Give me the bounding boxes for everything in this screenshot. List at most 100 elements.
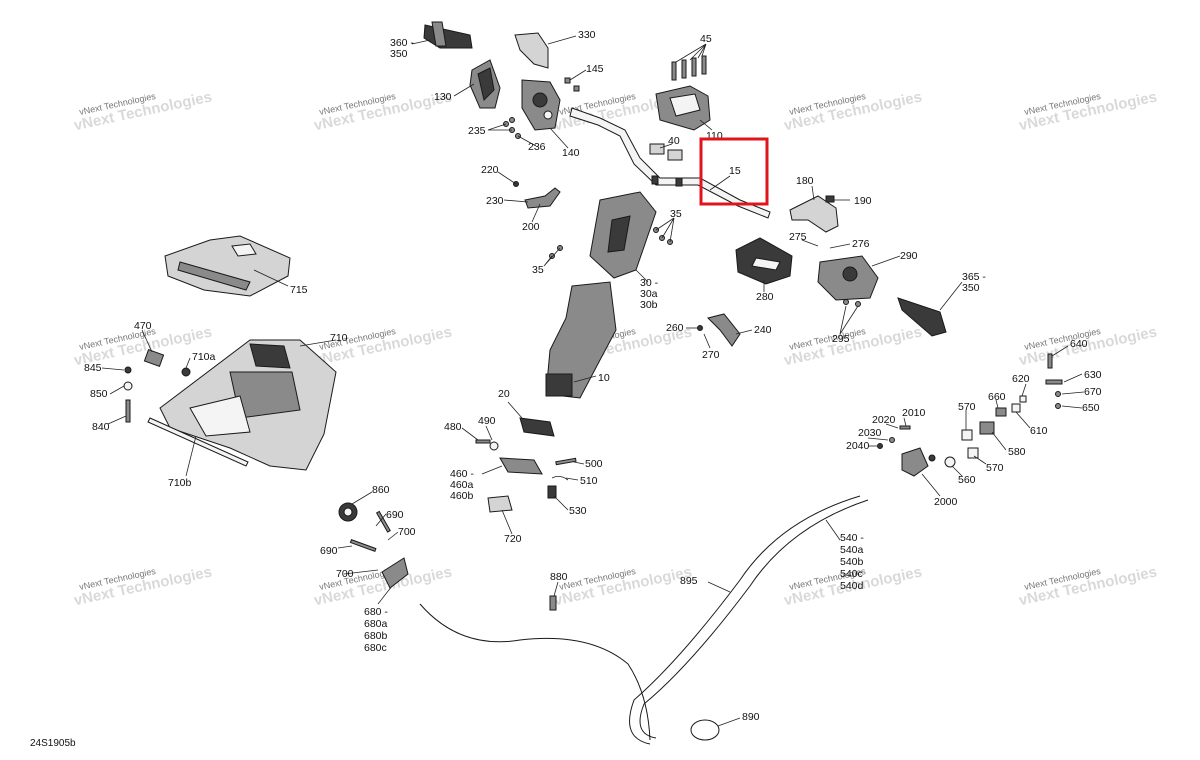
- callout-480[interactable]: 480: [444, 421, 462, 433]
- callout-880[interactable]: 880: [550, 571, 568, 583]
- callout-510[interactable]: 510: [580, 475, 598, 487]
- callout-840[interactable]: 840: [92, 421, 110, 433]
- callout-540b[interactable]: 540b: [840, 556, 864, 568]
- callout-470[interactable]: 470: [134, 320, 152, 332]
- part-30-steering-post[interactable]: [589, 191, 657, 279]
- callout-710a[interactable]: 710a: [192, 351, 216, 363]
- part-895-cable[interactable]: [419, 603, 651, 741]
- part-295-screws[interactable]: [843, 299, 861, 307]
- callout-15[interactable]: 15: [729, 165, 741, 177]
- part-365-right-grip[interactable]: [897, 297, 947, 337]
- callout-720[interactable]: 720: [504, 533, 522, 545]
- part-20-bushing[interactable]: [519, 417, 555, 437]
- part-235-screws[interactable]: [503, 117, 521, 139]
- part-left-grip[interactable]: [423, 21, 473, 49]
- callout-490[interactable]: 490: [478, 415, 496, 427]
- part-845-850-840[interactable]: [123, 366, 133, 423]
- callout-845[interactable]: 845: [84, 362, 102, 374]
- part-715-panel[interactable]: [164, 235, 291, 297]
- part-2010-2040-hardware[interactable]: [877, 425, 911, 449]
- part-530-screw[interactable]: [547, 485, 557, 499]
- callout-360[interactable]: 360 -: [390, 37, 414, 49]
- callout-660[interactable]: 660: [988, 391, 1006, 403]
- part-460-block[interactable]: [499, 457, 543, 475]
- part-720-pad[interactable]: [487, 495, 513, 513]
- part-890-tie[interactable]: [690, 719, 720, 741]
- part-10-steering-column[interactable]: [545, 281, 617, 399]
- callout-230[interactable]: 230: [486, 195, 504, 207]
- callout-640[interactable]: 640: [1070, 338, 1088, 350]
- part-710b-strip[interactable]: [147, 417, 249, 467]
- callout-240[interactable]: 240: [754, 324, 772, 336]
- callout-20[interactable]: 20: [498, 388, 510, 400]
- callout-30[interactable]: 30 -: [640, 277, 659, 289]
- callout-40[interactable]: 40: [668, 135, 680, 147]
- callout-190[interactable]: 190: [854, 195, 872, 207]
- callout-130[interactable]: 130: [434, 91, 452, 103]
- callout-560[interactable]: 560: [958, 474, 976, 486]
- callout-715[interactable]: 715: [290, 284, 308, 296]
- part-710a-nut[interactable]: [181, 367, 191, 377]
- callout-30b[interactable]: 30b: [640, 299, 658, 311]
- callout-45[interactable]: 45: [700, 33, 712, 45]
- part-560-grommet[interactable]: [944, 456, 956, 468]
- callout-180[interactable]: 180: [796, 175, 814, 187]
- callout-280[interactable]: 280: [756, 291, 774, 303]
- part-290-right-switch[interactable]: [817, 255, 879, 301]
- callout-540a[interactable]: 540a: [840, 544, 864, 556]
- callout-30a[interactable]: 30a: [640, 288, 658, 300]
- callout-680c[interactable]: 680c: [364, 642, 387, 654]
- part-880-clip[interactable]: [549, 595, 557, 611]
- part-180-bracket[interactable]: [789, 195, 839, 233]
- callout-270[interactable]: 270: [702, 349, 720, 361]
- part-40-spacer[interactable]: [649, 143, 683, 161]
- callout-330[interactable]: 330: [578, 29, 596, 41]
- callout-710[interactable]: 710: [330, 332, 348, 344]
- part-690-pins[interactable]: [349, 510, 391, 553]
- callout-2030[interactable]: 2030: [858, 427, 882, 439]
- callout-570[interactable]: 570: [958, 401, 976, 413]
- callout-530[interactable]: 530: [569, 505, 587, 517]
- callout-295[interactable]: 295: [832, 333, 850, 345]
- callout-895[interactable]: 895: [680, 575, 698, 587]
- part-510-spring[interactable]: [551, 476, 569, 481]
- part-470-clip[interactable]: [143, 348, 165, 368]
- part-2000-sensor[interactable]: [901, 447, 936, 477]
- callout-460a[interactable]: 460a: [450, 479, 474, 491]
- part-200-lever[interactable]: [513, 181, 561, 209]
- callout-236[interactable]: 236: [528, 141, 546, 153]
- part-145-screw[interactable]: [564, 77, 580, 92]
- callout-710b[interactable]: 710b: [168, 477, 192, 489]
- callout-680b[interactable]: 680b: [364, 630, 388, 642]
- callout-890[interactable]: 890: [742, 711, 760, 723]
- callout-610[interactable]: 610: [1030, 425, 1048, 437]
- callout-540[interactable]: 540 -: [840, 532, 864, 544]
- callout-275[interactable]: 275: [789, 231, 807, 243]
- callout-260[interactable]: 260: [666, 322, 684, 334]
- part-45-bolts[interactable]: [671, 55, 707, 81]
- callout-460[interactable]: 460 -: [450, 468, 474, 480]
- callout-570[interactable]: 570: [986, 462, 1004, 474]
- callout-2000[interactable]: 2000: [934, 496, 958, 508]
- callout-2040[interactable]: 2040: [846, 440, 870, 452]
- part-140-switch-housing[interactable]: [521, 79, 561, 131]
- callout-690[interactable]: 690: [386, 509, 404, 521]
- callout-2020[interactable]: 2020: [872, 414, 896, 426]
- callout-620[interactable]: 620: [1012, 373, 1030, 385]
- part-540-cable[interactable]: [629, 495, 869, 745]
- callout-630[interactable]: 630: [1084, 369, 1102, 381]
- part-680-bracket[interactable]: [381, 557, 409, 589]
- callout-350[interactable]: 350: [962, 282, 980, 294]
- callout-460b[interactable]: 460b: [450, 490, 474, 502]
- part-240-lever[interactable]: [697, 313, 741, 347]
- callout-35[interactable]: 35: [532, 264, 544, 276]
- part-130-housing[interactable]: [469, 59, 501, 109]
- callout-145[interactable]: 145: [586, 63, 604, 75]
- callout-10[interactable]: 10: [598, 372, 610, 384]
- part-490-washer[interactable]: [489, 441, 499, 451]
- part-710-frame[interactable]: [159, 339, 337, 471]
- callout-220[interactable]: 220: [481, 164, 499, 176]
- callout-700[interactable]: 700: [336, 568, 354, 580]
- callout-2010[interactable]: 2010: [902, 407, 926, 419]
- callout-290[interactable]: 290: [900, 250, 918, 262]
